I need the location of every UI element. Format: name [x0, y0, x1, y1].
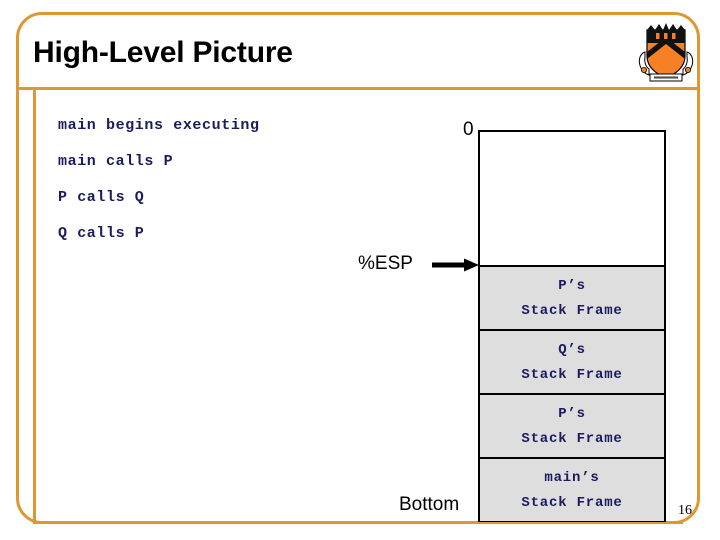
slide-border-title-divider: [16, 87, 700, 90]
body-line-4: Q calls P: [58, 225, 145, 242]
stack-frame-p-lower: P’s Stack Frame: [480, 393, 664, 457]
body-line-1: main begins executing: [58, 117, 260, 134]
slide-number: 16: [678, 503, 692, 518]
stack-frame-owner: P’s: [558, 277, 586, 294]
stack-frame-q: Q’s Stack Frame: [480, 329, 664, 393]
stack-frame-kind: Stack Frame: [521, 494, 623, 511]
slide-border-inner-vertical: [33, 90, 36, 524]
stack-frame-kind: Stack Frame: [521, 366, 623, 383]
stack-bottom-label: Bottom: [399, 494, 460, 515]
stack-frame-p-top: P’s Stack Frame: [480, 265, 664, 329]
stack-frames-container: P’s Stack Frame Q’s Stack Frame P’s Stac…: [480, 265, 664, 521]
memory-top-address-label: 0: [463, 119, 474, 140]
body-line-3: P calls Q: [58, 189, 145, 206]
stack-free-space-region: [480, 132, 664, 265]
stack-frame-owner: main’s: [544, 469, 600, 486]
stack-pointer-arrow-icon: [432, 258, 480, 272]
stack-frame-owner: P’s: [558, 405, 586, 422]
stack-frame-owner: Q’s: [558, 341, 586, 358]
stack-pointer-label: %ESP: [358, 253, 413, 274]
stack-diagram: P’s Stack Frame Q’s Stack Frame P’s Stac…: [478, 130, 666, 522]
princeton-shield-logo: [637, 22, 695, 84]
stack-frame-kind: Stack Frame: [521, 302, 623, 319]
slide-border-bottom: [33, 521, 683, 524]
stack-frame-main: main’s Stack Frame: [480, 457, 664, 521]
page-title: High-Level Picture: [33, 36, 293, 69]
stack-frame-kind: Stack Frame: [521, 430, 623, 447]
body-line-2: main calls P: [58, 153, 174, 170]
